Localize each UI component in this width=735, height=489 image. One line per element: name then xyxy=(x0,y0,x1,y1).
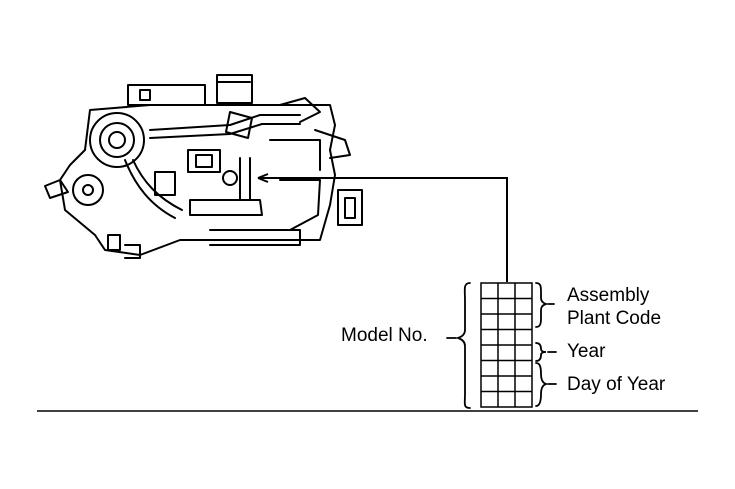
year-label: Year xyxy=(567,341,606,362)
code-plate xyxy=(480,282,533,408)
day-of-year-label: Day of Year xyxy=(567,374,666,395)
leader-line xyxy=(257,173,508,282)
assembly-brace xyxy=(535,282,549,328)
assembly-plant-code-label-line1: Assembly xyxy=(567,285,650,306)
brackets xyxy=(446,282,557,409)
model-no-label: Model No. xyxy=(341,325,428,346)
year-brace xyxy=(535,342,547,362)
assembly-plant-code-label-line2: Plant Code xyxy=(567,308,662,329)
carburetor-illustration xyxy=(44,74,363,259)
day-brace xyxy=(535,362,549,407)
model-no-brace xyxy=(455,282,471,409)
